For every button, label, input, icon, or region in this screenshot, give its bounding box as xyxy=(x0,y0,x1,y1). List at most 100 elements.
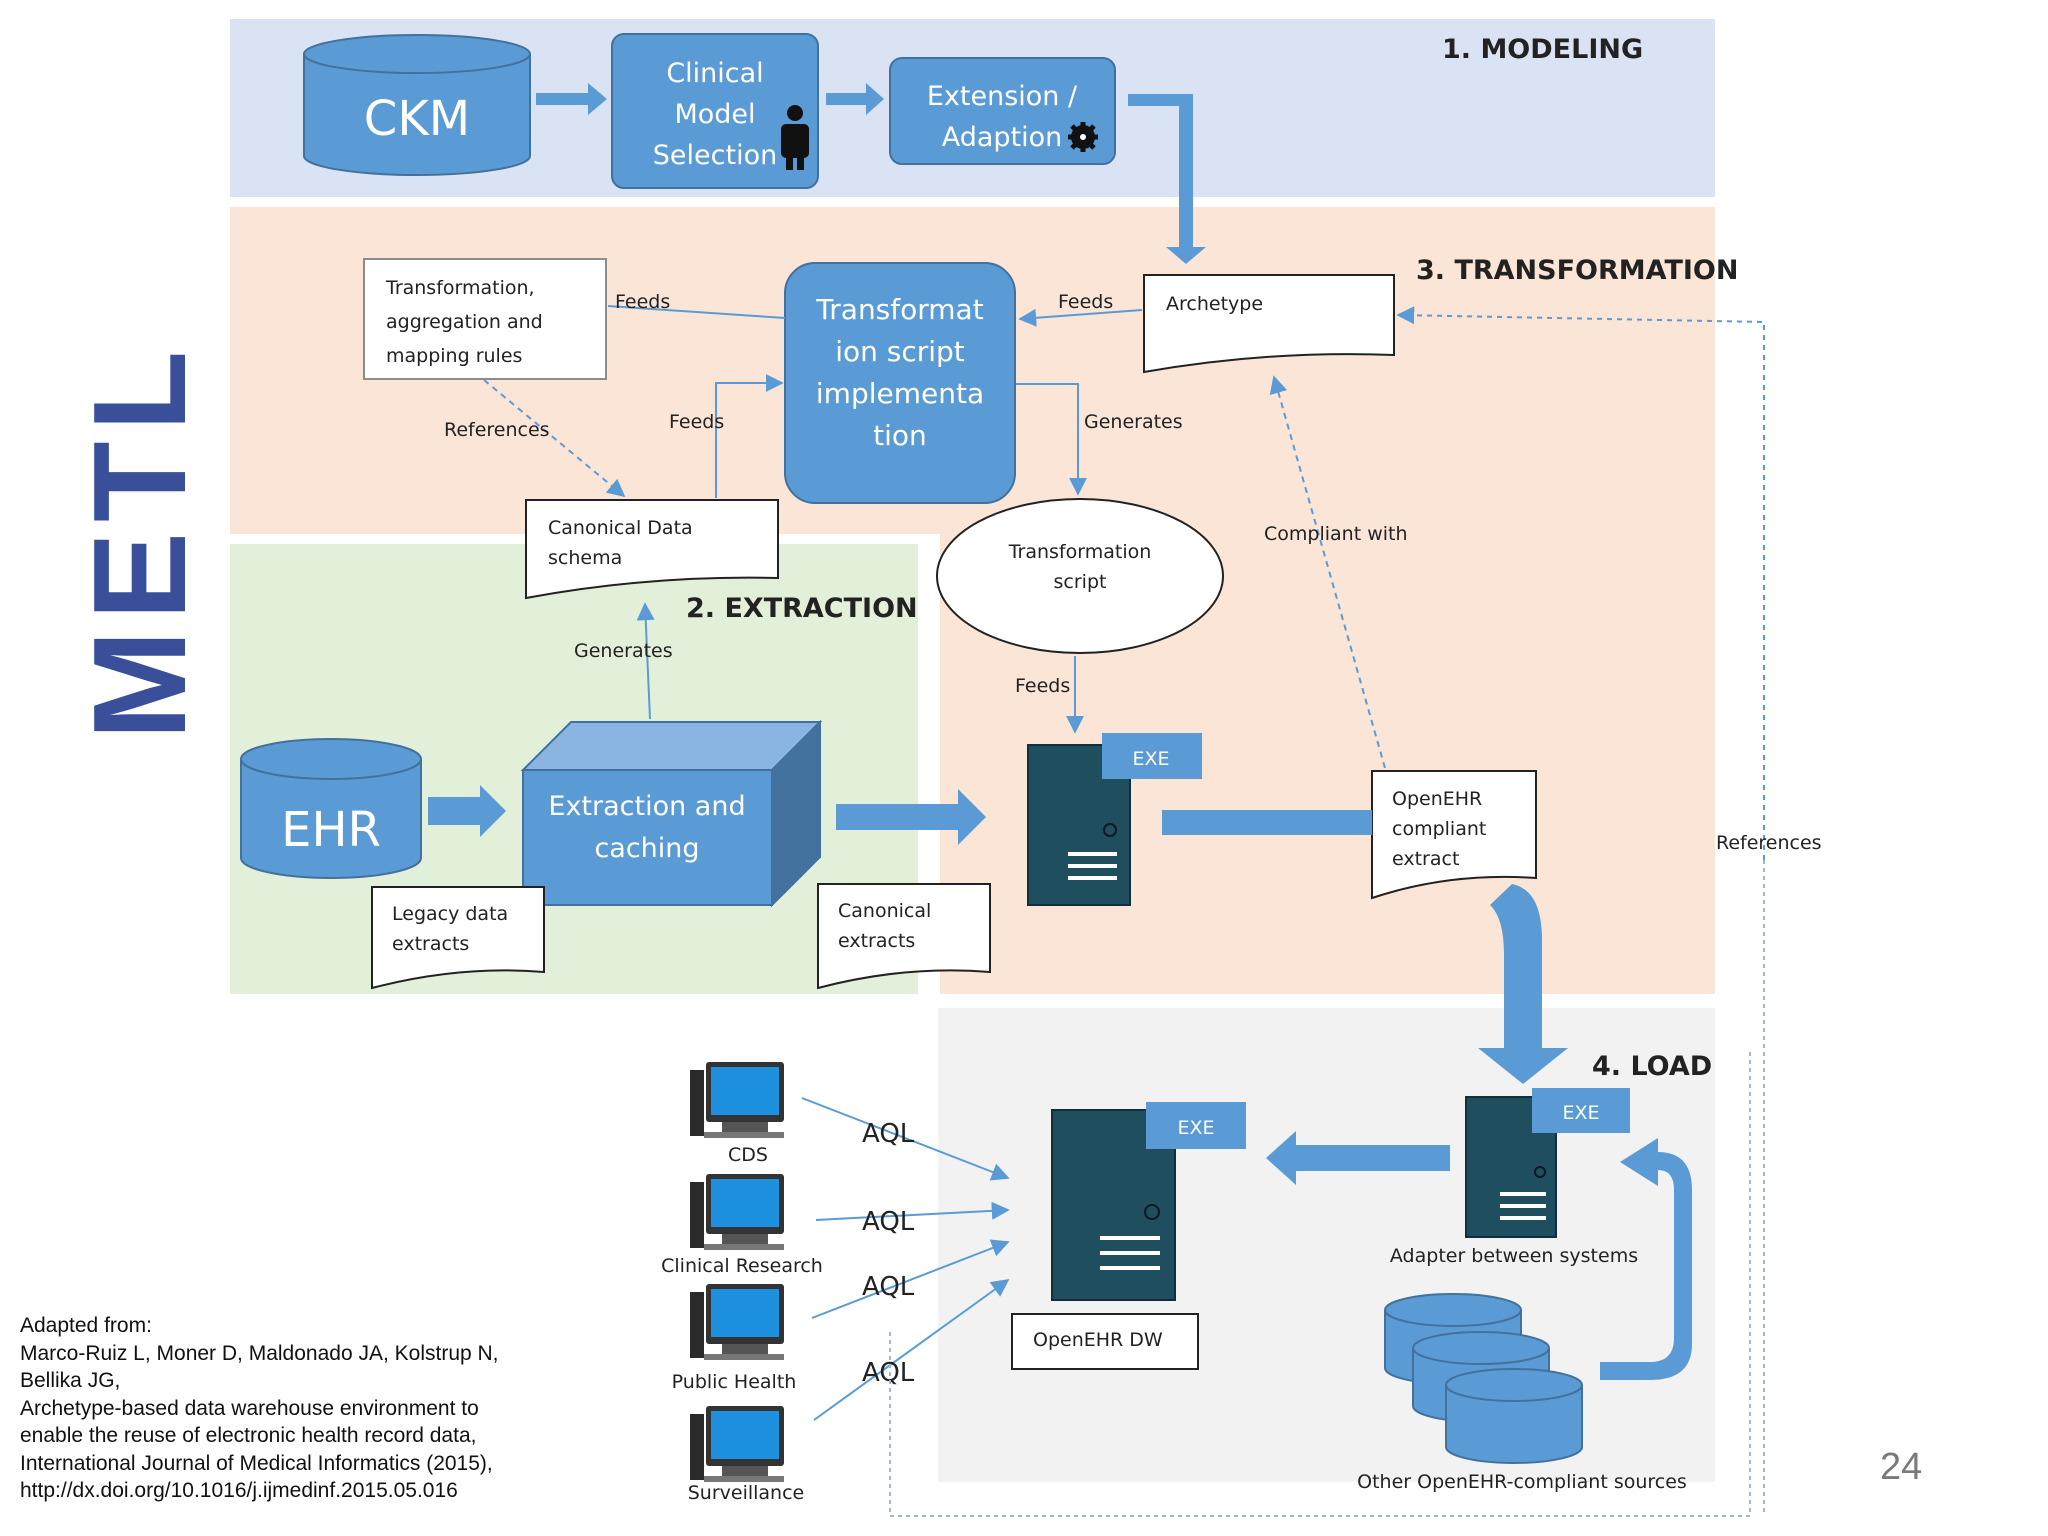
extraction-generates-schema-arrow xyxy=(636,602,655,720)
exe-to-extract-bar xyxy=(1162,810,1372,835)
adapter-exe-server: EXE xyxy=(1465,1088,1630,1238)
transformation-script-ellipse xyxy=(936,498,1224,654)
feeds-label-rules: Feeds xyxy=(615,291,670,313)
aql-label-1: AQL xyxy=(862,1119,915,1149)
person-icon xyxy=(781,105,809,170)
clinical-model-selection-line3: Selection xyxy=(653,140,777,171)
transformation-rules-doc xyxy=(363,258,607,380)
selection-to-extension-arrow xyxy=(826,83,884,115)
clinical-model-selection-line2: Model xyxy=(674,99,755,130)
clinical-model-selection: Clinical Model Selection xyxy=(611,33,819,189)
transformation-script-line2: script xyxy=(1054,571,1107,593)
client-cds-label: CDS xyxy=(728,1144,768,1166)
extraction-caching-line1: Extraction and xyxy=(548,791,745,822)
adapter-label: Adapter between systems xyxy=(1390,1245,1638,1267)
feeds-label-script: Feeds xyxy=(1015,675,1070,697)
impl-to-rules-line xyxy=(607,305,786,319)
aql-arrow-surveillance xyxy=(813,1278,1010,1421)
extension-adaption: Extension / Adaption xyxy=(889,57,1116,165)
ehr-database: EHR xyxy=(240,738,422,879)
feeds-label-archetype: Feeds xyxy=(1058,291,1113,313)
generates-label-schema: Generates xyxy=(574,640,673,662)
exe-label-transform: EXE xyxy=(1132,748,1169,770)
extraction-caching-box: Extraction and caching xyxy=(520,719,823,908)
ehr-to-extraction-arrow xyxy=(428,785,506,837)
slide-vertical-title: METL xyxy=(66,340,213,740)
feeds-label-schema: Feeds xyxy=(669,411,724,433)
canonical-schema-doc xyxy=(525,499,779,600)
extraction-title: 2. EXTRACTION xyxy=(686,593,918,624)
script-impl-line1: Transformat xyxy=(815,293,983,326)
reference-line-4: Archetype-based data warehouse environme… xyxy=(20,1396,479,1420)
extension-adaption-line1: Extension / xyxy=(927,81,1078,112)
reference-block: Adapted from: Marco-Ruiz L, Moner D, Mal… xyxy=(20,1312,600,1505)
transformation-title: 3. TRANSFORMATION xyxy=(1416,255,1738,286)
aql-arrow-public-health xyxy=(811,1239,1010,1319)
openehr-extract-line3: extract xyxy=(1392,848,1459,870)
script-impl-line2: ion script xyxy=(835,335,965,368)
schema-feeds-impl-arrow xyxy=(715,374,784,498)
extraction-to-exe-arrow xyxy=(836,789,986,845)
transformation-exe-server: EXE xyxy=(1027,733,1202,906)
other-sources-label: Other OpenEHR-compliant sources xyxy=(1357,1471,1687,1493)
legacy-extracts-line2: extracts xyxy=(392,933,469,955)
ckm-label: CKM xyxy=(364,91,470,147)
load-title: 4. LOAD xyxy=(1592,1051,1712,1082)
archetype-feeds-impl-arrow xyxy=(1018,308,1143,327)
aql-arrow-cds xyxy=(801,1097,1010,1181)
legacy-extracts-doc xyxy=(371,886,545,990)
references-label-archetype: References xyxy=(1716,832,1822,854)
extraction-caching-line2: caching xyxy=(594,833,699,864)
ckm-to-selection-arrow xyxy=(536,83,607,115)
canonical-extracts-line2: extracts xyxy=(838,930,915,952)
rules-doc-line2: aggregation and xyxy=(386,311,543,333)
aql-arrow-research xyxy=(815,1201,1010,1221)
transformation-script-line1: Transformation xyxy=(1008,541,1152,563)
script-impl-line3: implementa xyxy=(816,377,984,410)
modeling-title: 1. MODELING xyxy=(1442,34,1643,65)
clinical-model-selection-line1: Clinical xyxy=(666,58,763,89)
impl-generates-script-arrow xyxy=(1016,383,1087,496)
adapter-to-dw-arrow xyxy=(1266,1131,1450,1185)
reference-line-5: enable the reuse of electronic health re… xyxy=(20,1424,477,1447)
ckm-database: CKM xyxy=(303,34,531,176)
canonical-extracts-doc xyxy=(817,883,991,990)
rules-references-schema-arrow xyxy=(483,379,626,498)
references-loop-bottom xyxy=(889,1048,1751,1517)
generates-label-script: Generates xyxy=(1084,411,1183,433)
compliant-with-label: Compliant with xyxy=(1264,523,1408,545)
canonical-extracts-line1: Canonical xyxy=(838,900,931,922)
aql-label-3: AQL xyxy=(862,1272,915,1302)
reference-line-2: Marco-Ruiz L, Moner D, Maldonado JA, Kol… xyxy=(20,1341,499,1365)
exe-label-dw: EXE xyxy=(1177,1117,1214,1139)
openehr-dw-label-box xyxy=(1011,1313,1199,1370)
page-number: 24 xyxy=(1880,1446,1923,1488)
client-clinical-research-label: Clinical Research xyxy=(661,1255,823,1277)
public-health-workstation xyxy=(690,1284,784,1360)
client-public-health-label: Public Health xyxy=(672,1371,797,1393)
archetype-doc xyxy=(1143,274,1395,374)
script-impl-line4: tion xyxy=(873,419,927,452)
aql-label-4: AQL xyxy=(862,1358,915,1388)
archetype-label: Archetype xyxy=(1166,293,1263,315)
extract-compliant-archetype-arrow xyxy=(1269,375,1386,769)
references-to-archetype-arrow xyxy=(1396,306,1765,860)
reference-line-1: Adapted from: xyxy=(20,1314,152,1337)
canonical-schema-line1: Canonical Data xyxy=(548,517,693,539)
extension-adaption-line2: Adaption xyxy=(942,122,1063,153)
gear-icon xyxy=(1068,122,1098,152)
transformation-script-implementation: Transformat ion script implementa tion xyxy=(784,262,1016,504)
reference-line-3: Bellika JG, xyxy=(20,1369,121,1392)
other-sources-databases xyxy=(1384,1293,1583,1464)
canonical-schema-line2: schema xyxy=(548,547,622,569)
extract-to-adapter-arrow xyxy=(1478,884,1568,1084)
cds-workstation xyxy=(690,1062,784,1138)
openehr-extract-line1: OpenEHR xyxy=(1392,788,1482,810)
reference-line-6: International Journal of Medical Informa… xyxy=(20,1451,493,1475)
sources-to-adapter-arrow xyxy=(1600,1138,1692,1380)
rules-doc-line1: Transformation, xyxy=(385,277,535,299)
exe-label-adapter: EXE xyxy=(1562,1102,1599,1124)
openehr-dw-server: EXE xyxy=(1051,1102,1246,1301)
aql-label-2: AQL xyxy=(862,1207,915,1237)
